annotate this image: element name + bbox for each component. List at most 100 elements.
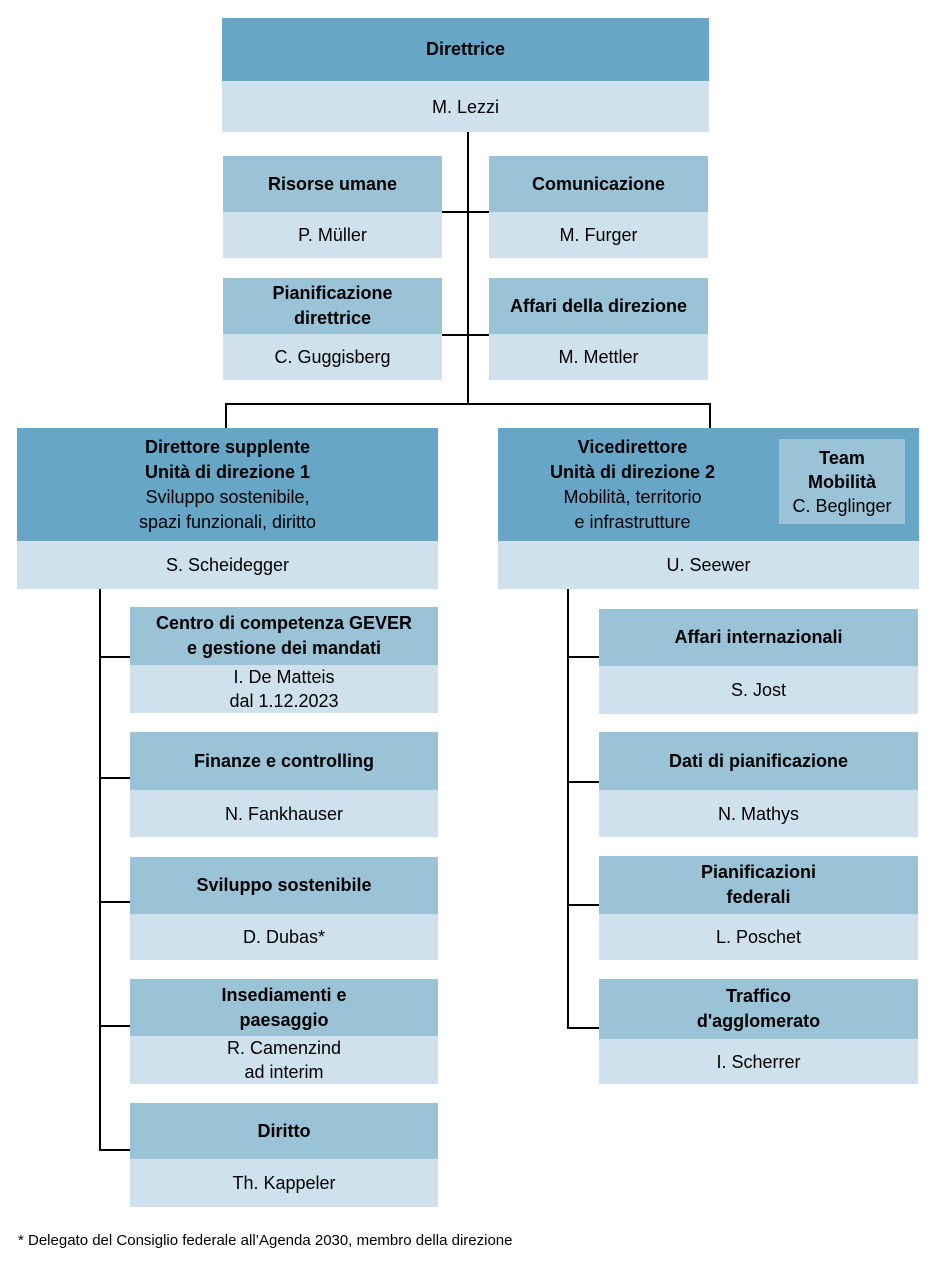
section-title: d'agglomerato [696, 1011, 821, 1031]
unit1-header: Direttore supplente Unità di direzione 1… [17, 428, 438, 541]
planning-director-name: C. Guggisberg [274, 347, 391, 367]
section-title: Finanze e controlling [193, 750, 374, 771]
section-box: Finanze e controlling N. Fankhauser [130, 732, 438, 837]
communication-box: Comunicazione M. Furger [489, 156, 708, 258]
unit1-name-panel: S. Scheidegger [17, 541, 438, 589]
hr-header: Risorse umane [223, 156, 442, 212]
section-header: Finanze e controlling [130, 732, 438, 790]
section-title: paesaggio [239, 1009, 329, 1030]
section-name-panel: D. Dubas* [130, 914, 438, 960]
unit2-description: e infrastrutture [574, 511, 691, 532]
direction-affairs-name: M. Mettler [558, 347, 639, 367]
planning-director-name-panel: C. Guggisberg [223, 334, 442, 380]
unit2-name: U. Seewer [666, 555, 751, 575]
section-box: Sviluppo sostenibile D. Dubas* [130, 857, 438, 960]
section-name-panel: I. Scherrer [599, 1039, 918, 1084]
section-box: Traffico d'agglomerato I. Scherrer [599, 979, 918, 1084]
director-name-panel: M. Lezzi [222, 81, 709, 132]
team-mobility-title: Team [819, 447, 865, 468]
unit1-description: spazi funzionali, diritto [138, 511, 317, 532]
connector-line [709, 403, 711, 429]
section-title: Dati di pianificazione [668, 750, 849, 771]
section-name-panel: I. De Matteis dal 1.12.2023 [130, 665, 438, 713]
connector-line [225, 403, 711, 405]
section-header: Centro di competenza GEVER e gestione de… [130, 607, 438, 665]
section-name: D. Dubas* [242, 927, 326, 947]
section-name: ad interim [244, 1062, 324, 1082]
section-name: dal 1.12.2023 [229, 691, 339, 711]
communication-header: Comunicazione [489, 156, 708, 212]
section-box: Centro di competenza GEVER e gestione de… [130, 607, 438, 713]
connector-line [99, 1025, 130, 1027]
connector-line [467, 131, 469, 405]
section-header: Diritto [130, 1103, 438, 1159]
section-title: Sviluppo sostenibile [196, 875, 372, 895]
section-name-panel: N. Mathys [599, 790, 918, 837]
section-box: Pianificazioni federali L. Poschet [599, 856, 918, 960]
connector-line [567, 656, 599, 658]
unit1-name: S. Scheidegger [165, 555, 290, 575]
unit2-title: Vicedirettore [577, 436, 688, 457]
connector-line [442, 334, 489, 336]
section-name: N. Mathys [717, 803, 800, 824]
connector-line [567, 904, 599, 906]
section-name-panel: R. Camenzind ad interim [130, 1036, 438, 1084]
connector-line [99, 777, 130, 779]
section-title: Pianificazioni [700, 862, 817, 882]
direction-affairs-header: Affari della direzione [489, 278, 708, 334]
section-name-panel: S. Jost [599, 666, 918, 714]
section-name: R. Camenzind [226, 1038, 342, 1058]
communication-name: M. Furger [559, 225, 638, 245]
unit1-title: Direttore supplente [144, 436, 311, 457]
hr-name-panel: P. Müller [223, 212, 442, 258]
section-header: Affari internazionali [599, 609, 918, 666]
direction-affairs-name-panel: M. Mettler [489, 334, 708, 380]
unit2-box: Vicedirettore Unità di direzione 2 Mobil… [498, 428, 919, 589]
section-name: I. Scherrer [716, 1051, 801, 1072]
connector-line [442, 211, 489, 213]
connector-line [99, 656, 130, 658]
unit2-header: Vicedirettore Unità di direzione 2 Mobil… [498, 428, 767, 541]
section-name: N. Fankhauser [224, 803, 344, 824]
hr-box: Risorse umane P. Müller [223, 156, 442, 258]
planning-director-title: direttrice [293, 308, 372, 328]
section-title: federali [726, 887, 791, 907]
section-title: Insediamenti e [221, 984, 347, 1005]
section-header: Pianificazioni federali [599, 856, 918, 914]
section-name-panel: Th. Kappeler [130, 1159, 438, 1207]
connector-line [99, 901, 130, 903]
connector-line [99, 589, 101, 1151]
planning-director-title: Pianificazione [272, 283, 393, 303]
section-name: S. Jost [730, 680, 787, 700]
section-box: Diritto Th. Kappeler [130, 1103, 438, 1207]
section-title: Traffico [725, 986, 791, 1006]
direction-affairs-box: Affari della direzione M. Mettler [489, 278, 708, 380]
section-title: Affari internazionali [674, 627, 843, 647]
section-header: Insediamenti e paesaggio [130, 979, 438, 1036]
connector-line [567, 589, 569, 1029]
footnote: * Delegato del Consiglio federale all’Ag… [18, 1232, 513, 1249]
unit1-subtitle: Unità di direzione 1 [144, 461, 311, 482]
team-mobility-name: C. Beglinger [792, 495, 892, 516]
section-title: Diritto [257, 1120, 311, 1141]
unit2-description: Mobilità, territorio [563, 486, 702, 507]
section-header: Sviluppo sostenibile [130, 857, 438, 914]
section-title: e gestione dei mandati [186, 638, 382, 658]
section-name-panel: N. Fankhauser [130, 790, 438, 837]
team-mobility-title: Mobilità [808, 471, 876, 492]
section-box: Dati di pianificazione N. Mathys [599, 732, 918, 837]
section-box: Insediamenti e paesaggio R. Camenzind ad… [130, 979, 438, 1084]
planning-director-header: Pianificazione direttrice [223, 278, 442, 334]
director-box: Direttrice M. Lezzi [222, 18, 709, 132]
director-header: Direttrice [222, 18, 709, 81]
section-name-panel: L. Poschet [599, 914, 918, 960]
connector-line [225, 403, 227, 429]
section-header: Traffico d'agglomerato [599, 979, 918, 1039]
section-header: Dati di pianificazione [599, 732, 918, 790]
direction-affairs-title: Affari della direzione [509, 295, 688, 316]
section-name: L. Poschet [715, 927, 802, 947]
section-name: Th. Kappeler [232, 1173, 336, 1193]
connector-line [99, 1149, 130, 1151]
section-box: Affari internazionali S. Jost [599, 609, 918, 714]
connector-line [567, 781, 599, 783]
